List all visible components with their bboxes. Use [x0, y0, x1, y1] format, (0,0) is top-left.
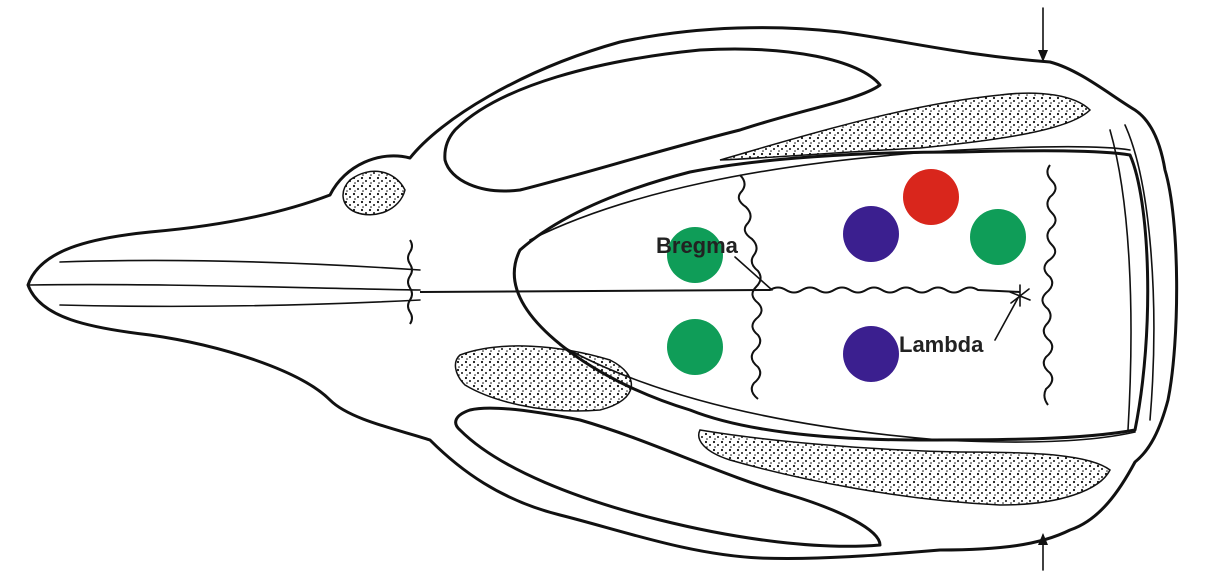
skull-outline [28, 8, 1177, 570]
marker-red [903, 169, 959, 225]
lambda-point-icon [1010, 285, 1030, 306]
lambda-label: Lambda [899, 332, 984, 357]
marker-blue-upper [843, 206, 899, 262]
marker-green-right [970, 209, 1026, 265]
marker-green-left-lower [667, 319, 723, 375]
bregma-label: Bregma [656, 233, 739, 258]
marker-blue-lower [843, 326, 899, 382]
